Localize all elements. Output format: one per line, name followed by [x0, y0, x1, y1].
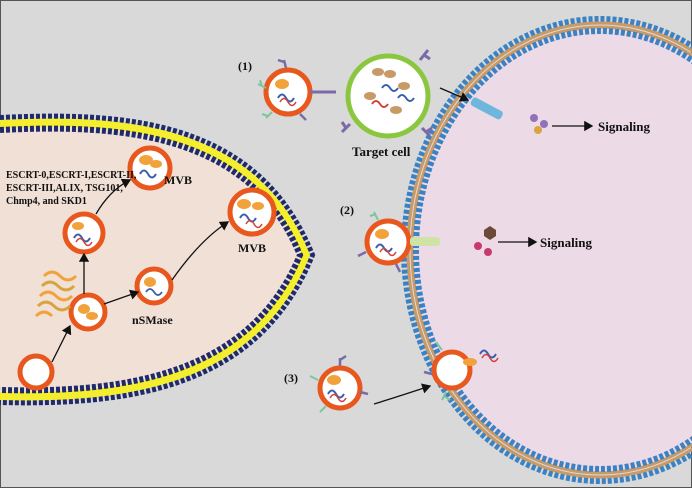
mvb-label-2: MVB [238, 241, 266, 255]
escrt-label-line-3: Chmp4, and SKD1 [6, 196, 87, 207]
step-2-label: (2) [340, 203, 354, 217]
nsmase-label: nSMase [132, 313, 173, 327]
target-cell-label: Target cell [352, 144, 411, 159]
escrt-label-line-2: ESCRT-III,ALIX, TSG101, [6, 183, 123, 194]
signaling-label-1: Signaling [598, 119, 651, 134]
exosome-2 [357, 211, 440, 273]
membrane-receptor-1 [470, 97, 548, 134]
vesicle-mvb-2 [227, 187, 277, 237]
step-3-label: (3) [284, 371, 298, 385]
exosome-1 [257, 58, 336, 121]
target-cell [340, 49, 433, 139]
vesicle-mvb-1 [127, 145, 173, 191]
escrt-label-line-1: ESCRT-0,ESCRT-I,ESCRT-II, [6, 170, 137, 181]
mvb-label-1: MVB [164, 173, 192, 187]
vesicle-early [68, 292, 108, 332]
signaling-label-2: Signaling [540, 235, 593, 250]
golgi-structure [34, 270, 78, 318]
vesicle-escrt [62, 211, 106, 255]
membrane-receptor-2 [474, 226, 496, 256]
fusion-vesicle [423, 341, 499, 401]
vesicle-nsmase [134, 266, 174, 306]
flow-arrows [51, 87, 594, 405]
exosome-3 [309, 354, 369, 413]
vesicle-small-plain [17, 353, 55, 391]
step-1-label: (1) [238, 59, 252, 73]
